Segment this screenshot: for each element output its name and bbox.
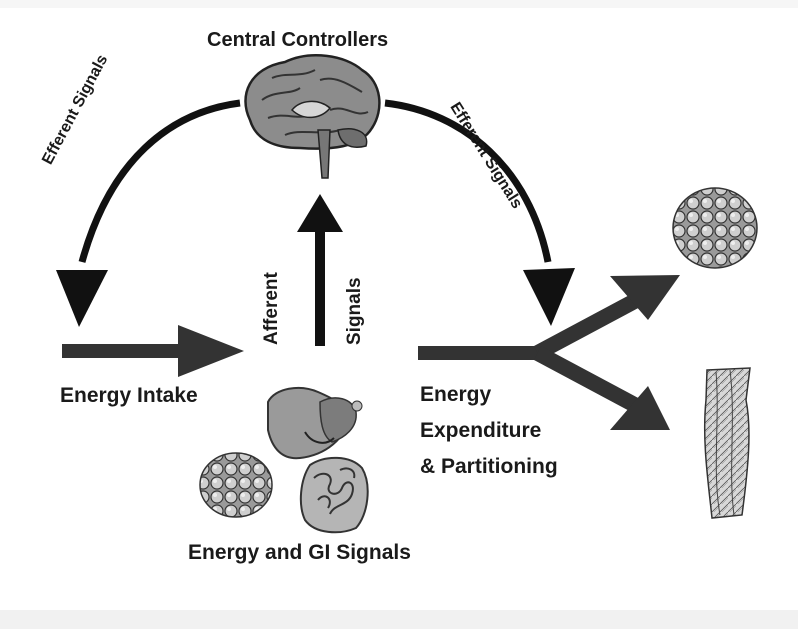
top-frame (0, 0, 798, 8)
fat-cells-icon (672, 187, 758, 269)
afferent-label: Afferent (261, 272, 282, 345)
expenditure-label-line3: & Partitioning (420, 455, 558, 478)
energy-intake-label: Energy Intake (60, 384, 198, 407)
fat-cells-icon (199, 452, 273, 518)
liver-stomach-icon (267, 386, 363, 460)
muscle-icon (703, 367, 751, 519)
expenditure-label-line2: Expenditure (420, 419, 542, 442)
central-controllers-label: Central Controllers (207, 29, 389, 51)
gi-signals-label: Energy and GI Signals (188, 541, 411, 564)
efferent-right-arrow (384, 99, 575, 326)
energy-intake-arrow (62, 325, 244, 377)
intestine-icon (299, 456, 369, 534)
signals-label: Signals (344, 277, 365, 345)
brain-icon (244, 54, 381, 179)
bottom-frame (0, 610, 798, 629)
afferent-arrow (297, 194, 343, 346)
efferent-left-arrow (56, 99, 241, 327)
expenditure-label-line1: Energy (420, 383, 492, 406)
expenditure-arrow (418, 275, 680, 430)
